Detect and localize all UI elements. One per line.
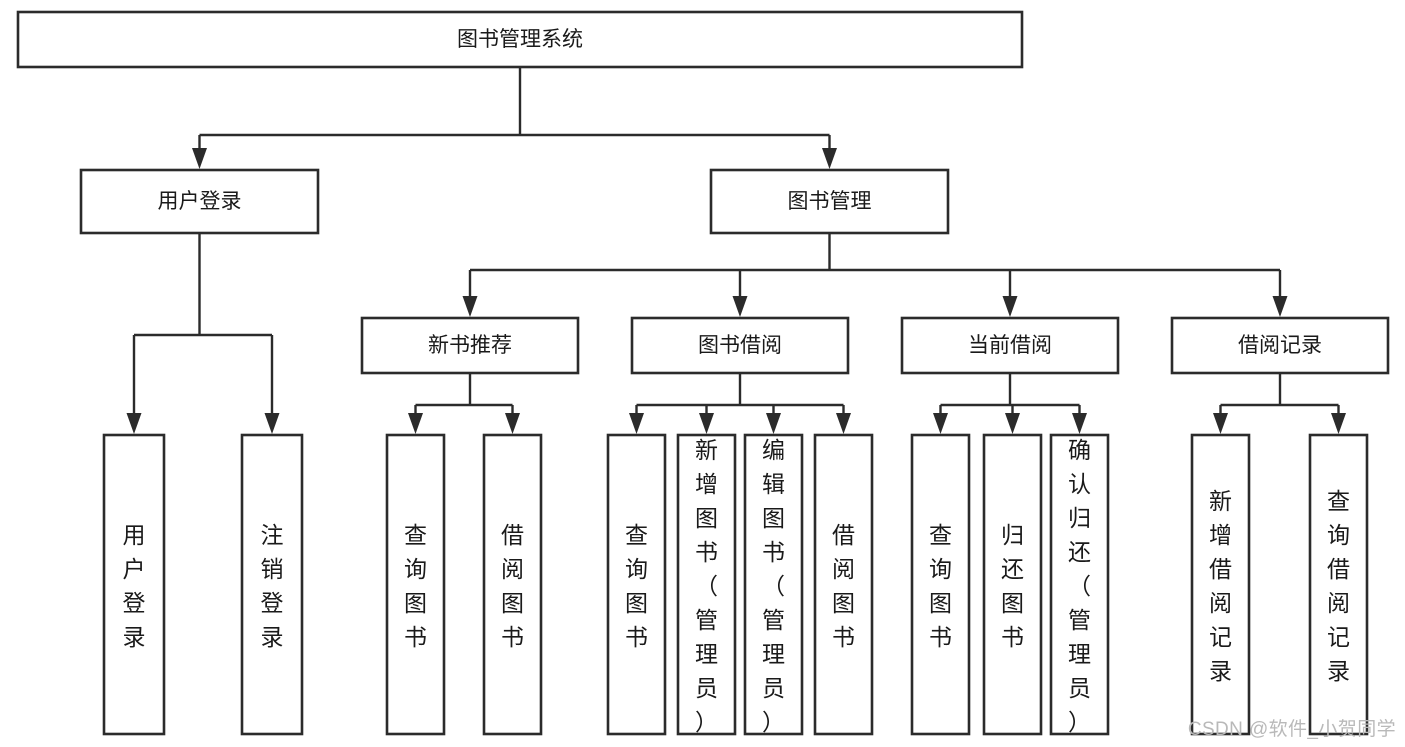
boxes-layer: 图书管理系统用户登录图书管理新书推荐图书借阅当前借阅借阅记录用户登录注销登录查询… — [16, 10, 1390, 736]
leaf-label: 查询图书 — [625, 522, 648, 650]
arrow-head-icon — [732, 296, 748, 317]
node-box-outline — [360, 316, 580, 375]
level3-node-图书借阅[interactable]: 图书借阅 — [630, 316, 850, 375]
leaf-label: 查询图书 — [404, 522, 427, 650]
node-label: 用户登录 — [158, 190, 242, 213]
leaf-node-查询图书[interactable]: 查询图书 — [606, 433, 667, 736]
leaf-label: 新增借阅记录 — [1209, 488, 1232, 684]
node-box-outline — [1190, 433, 1251, 736]
leaf-node-确认归还（管理员）[interactable]: 确认归还（管理员） — [1049, 433, 1110, 736]
arrow-head-icon — [699, 413, 714, 434]
leaf-label: 借阅图书 — [832, 522, 855, 650]
arrow-head-icon — [629, 413, 644, 434]
leaf-node-归还图书[interactable]: 归还图书 — [982, 433, 1043, 736]
node-box-outline — [910, 433, 971, 736]
leaf-node-用户登录[interactable]: 用户登录 — [102, 433, 166, 736]
arrow-head-icon — [126, 413, 142, 434]
level3-node-新书推荐[interactable]: 新书推荐 — [360, 316, 580, 375]
node-box-outline — [982, 433, 1043, 736]
node-label: 借阅记录 — [1238, 334, 1322, 357]
leaf-label: 确认归还（管理员） — [1068, 437, 1091, 735]
arrow-head-icon — [1005, 413, 1020, 434]
node-box-outline — [813, 433, 874, 736]
root-node-图书管理系统[interactable]: 图书管理系统 — [16, 10, 1024, 69]
leaf-node-查询借阅记录[interactable]: 查询借阅记录 — [1308, 433, 1369, 736]
leaf-label: 用户登录 — [123, 522, 146, 650]
node-box-outline — [16, 10, 1024, 69]
arrow-head-icon — [1213, 413, 1228, 434]
leaf-label: 查询借阅记录 — [1327, 488, 1350, 684]
arrow-head-icon — [462, 296, 478, 317]
node-box-outline — [709, 168, 950, 235]
node-label: 图书管理系统 — [457, 28, 583, 51]
leaf-node-查询图书[interactable]: 查询图书 — [385, 433, 446, 736]
node-box-outline — [1170, 316, 1390, 375]
node-box-outline — [606, 433, 667, 736]
leaf-label: 查询图书 — [929, 522, 952, 650]
node-box-outline — [240, 433, 304, 736]
leaf-label: 编辑图书（管理员） — [762, 437, 785, 735]
arrow-head-icon — [822, 148, 837, 169]
arrow-head-icon — [1331, 413, 1346, 434]
node-box-outline — [900, 316, 1120, 375]
arrow-head-icon — [1002, 296, 1018, 317]
connectors-layer — [126, 67, 1346, 434]
level2-node-用户登录[interactable]: 用户登录 — [79, 168, 320, 235]
arrow-head-icon — [836, 413, 851, 434]
node-box-outline — [79, 168, 320, 235]
arrow-head-icon — [1272, 296, 1288, 317]
leaf-node-新增借阅记录[interactable]: 新增借阅记录 — [1190, 433, 1251, 736]
node-box-outline — [1049, 433, 1110, 736]
node-label: 新书推荐 — [428, 334, 512, 357]
leaf-node-借阅图书[interactable]: 借阅图书 — [482, 433, 543, 736]
level2-node-图书管理[interactable]: 图书管理 — [709, 168, 950, 235]
node-label: 当前借阅 — [968, 334, 1052, 357]
node-box-outline — [102, 433, 166, 736]
node-label: 图书管理 — [788, 190, 872, 213]
node-box-outline — [630, 316, 850, 375]
arrow-head-icon — [933, 413, 948, 434]
leaf-label: 注销登录 — [261, 522, 284, 650]
arrow-head-icon — [766, 413, 781, 434]
leaf-label: 归还图书 — [1001, 522, 1024, 650]
leaf-node-查询图书[interactable]: 查询图书 — [910, 433, 971, 736]
level3-node-当前借阅[interactable]: 当前借阅 — [900, 316, 1120, 375]
leaf-node-借阅图书[interactable]: 借阅图书 — [813, 433, 874, 736]
node-box-outline — [385, 433, 446, 736]
leaf-node-注销登录[interactable]: 注销登录 — [240, 433, 304, 736]
node-box-outline — [743, 433, 804, 736]
arrow-head-icon — [264, 413, 280, 434]
arrow-head-icon — [408, 413, 423, 434]
arrow-head-icon — [505, 413, 520, 434]
node-label: 图书借阅 — [698, 334, 782, 357]
node-box-outline — [1308, 433, 1369, 736]
leaf-node-编辑图书（管理员）[interactable]: 编辑图书（管理员） — [743, 433, 804, 736]
level3-node-借阅记录[interactable]: 借阅记录 — [1170, 316, 1390, 375]
leaf-label: 借阅图书 — [501, 522, 524, 650]
arrow-head-icon — [1072, 413, 1087, 434]
node-box-outline — [482, 433, 543, 736]
leaf-node-新增图书（管理员）[interactable]: 新增图书（管理员） — [676, 433, 737, 736]
watermark-label: CSDN @软件_小贺同学 — [1187, 719, 1396, 740]
node-box-outline — [676, 433, 737, 736]
arrow-head-icon — [192, 148, 207, 169]
leaf-label: 新增图书（管理员） — [695, 437, 718, 735]
